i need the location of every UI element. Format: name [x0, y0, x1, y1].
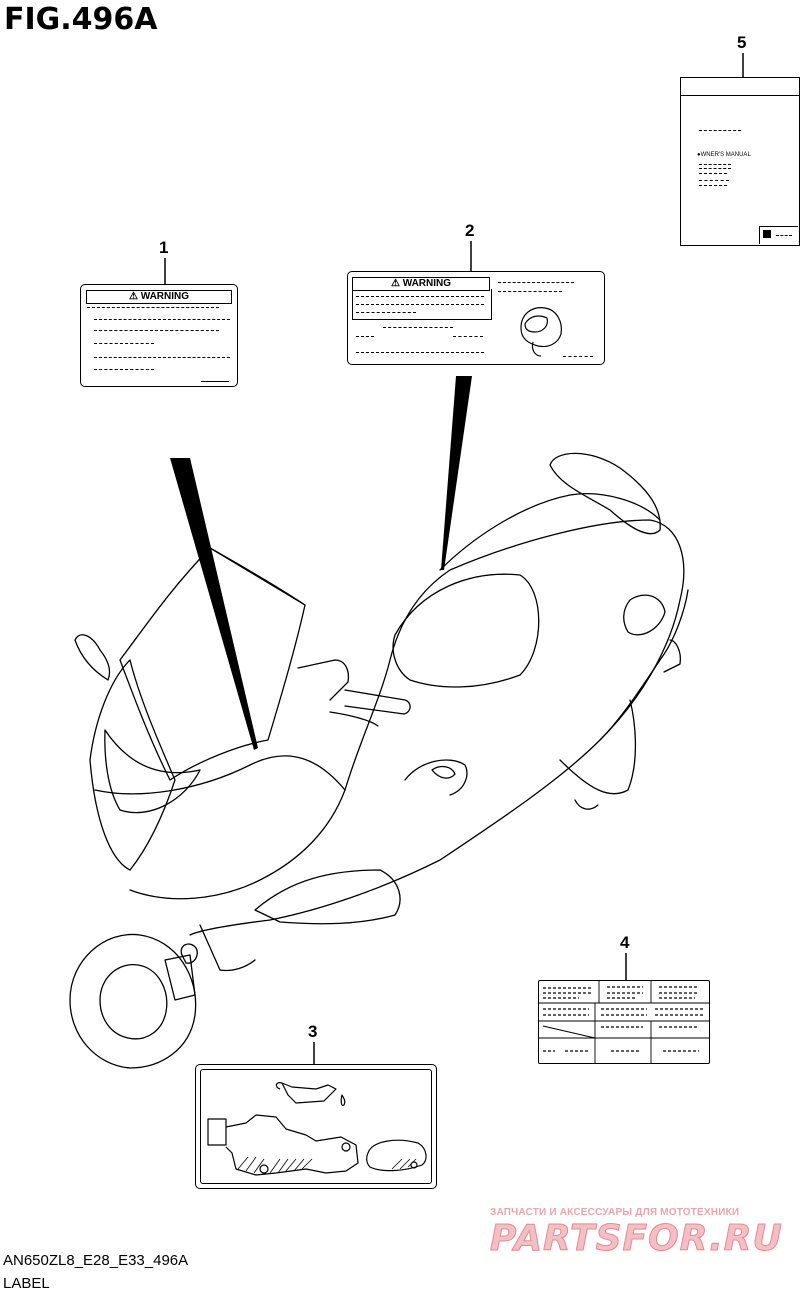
- helmet-illustration: [520, 307, 562, 357]
- oil-check-label[interactable]: [195, 1064, 437, 1189]
- spec-table-grid: [539, 981, 709, 1063]
- watermark-logo: PARTSFOR.RU: [490, 1218, 783, 1260]
- spec-table-label[interactable]: [538, 980, 710, 1064]
- owners-manual-label[interactable]: ●WNER'S MANUAL: [680, 77, 800, 246]
- manual-title: ●WNER'S MANUAL: [697, 152, 751, 158]
- figure-title: FIG.496A: [4, 2, 158, 37]
- warning-label-1[interactable]: ⚠ WARNING: [80, 284, 238, 387]
- callout-5[interactable]: 5: [737, 33, 747, 52]
- warning-label-2[interactable]: ⚠ WARNING: [347, 271, 605, 365]
- warning-header-1: ⚠ WARNING: [86, 290, 232, 304]
- figure-code: AN650ZL8_E28_E33_496A: [3, 1252, 189, 1269]
- warning-text-2: WARNING: [402, 278, 452, 289]
- watermark-caption: ЗАПЧАСТИ И АКСЕССУАРЫ ДЛЯ МОТОТЕХНИКИ: [490, 1207, 740, 1218]
- callout-2[interactable]: 2: [465, 221, 475, 240]
- callout-4[interactable]: 4: [620, 933, 630, 952]
- warning-text-1: WARNING: [140, 291, 190, 302]
- suzuki-logo-icon: [763, 230, 771, 238]
- callout-1[interactable]: 1: [159, 238, 169, 257]
- callout-3[interactable]: 3: [308, 1022, 318, 1041]
- warning-header-2: ⚠ WARNING: [352, 277, 490, 291]
- oil-check-illustration: [207, 1082, 427, 1176]
- section-label: LABEL: [3, 1275, 50, 1292]
